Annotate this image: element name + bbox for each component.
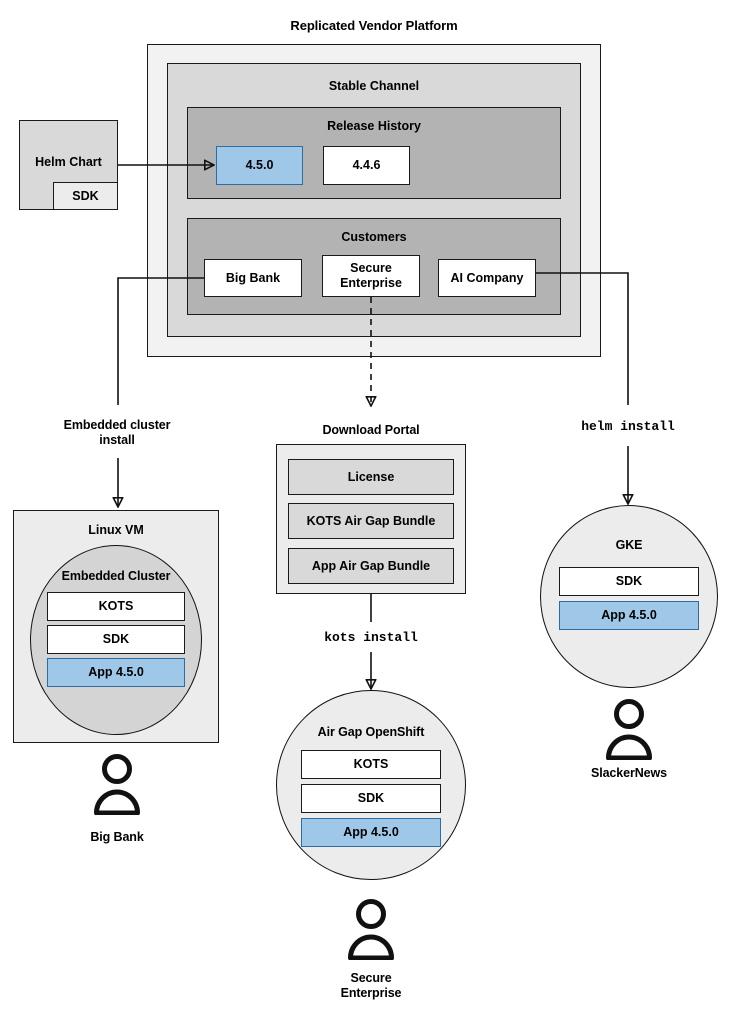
customer-chip-big-bank[interactable]: Big Bank (204, 259, 302, 297)
release-chip-4-4-6[interactable]: 4.4.6 (323, 146, 410, 185)
openshift-component-app[interactable]: App 4.5.0 (301, 818, 441, 847)
actor-label-line1: Secure (350, 971, 392, 985)
connector-big-bank-to-linux-vm (117, 277, 204, 405)
linux-vm-component-app[interactable]: App 4.5.0 (47, 658, 185, 687)
customer-chip-secure-enterprise[interactable]: Secure Enterprise (322, 255, 420, 297)
air-gap-openshift-label: Air Gap OpenShift (317, 725, 425, 739)
download-artifact-kots-air-gap-bundle[interactable]: KOTS Air Gap Bundle (288, 503, 454, 539)
openshift-component-sdk[interactable]: SDK (301, 784, 441, 813)
component-label: SDK (357, 791, 385, 805)
helm-install-label: helm install (581, 419, 675, 434)
artifact-label: App Air Gap Bundle (311, 558, 431, 573)
actor-secure-enterprise-label: Secure Enterprise (291, 971, 451, 1001)
release-version-label: 4.5.0 (245, 158, 274, 172)
component-label: App 4.5.0 (601, 608, 657, 622)
actor-label-line2: Enterprise (340, 986, 402, 1000)
release-history-label: Release History (327, 119, 421, 133)
linux-vm-label: Linux VM (88, 523, 144, 537)
customer-chip-ai-company[interactable]: AI Company (438, 259, 536, 297)
install-label-line1: Embedded cluster (63, 418, 171, 432)
sdk-label: SDK (72, 188, 99, 203)
actor-big-bank-label: Big Bank (90, 830, 144, 844)
gke-label: GKE (615, 538, 643, 552)
artifact-label: KOTS Air Gap Bundle (306, 513, 436, 528)
download-artifact-app-air-gap-bundle[interactable]: App Air Gap Bundle (288, 548, 454, 584)
page-title: Replicated Vendor Platform (290, 18, 458, 33)
component-label: App 4.5.0 (88, 665, 144, 679)
gke-component-sdk[interactable]: SDK (559, 567, 699, 596)
customer-name-label: Big Bank (225, 270, 281, 285)
actor-secure-enterprise-icon (345, 898, 397, 960)
install-label-line2: install (99, 433, 135, 447)
helm-chart-label: Helm Chart (35, 155, 102, 169)
embedded-cluster-install-label: Embedded cluster install (37, 418, 197, 448)
component-label: KOTS (98, 599, 134, 613)
artifact-label: License (347, 469, 395, 484)
openshift-component-kots[interactable]: KOTS (301, 750, 441, 779)
component-label: SDK (615, 574, 643, 588)
release-chip-4-5-0[interactable]: 4.5.0 (216, 146, 303, 185)
customer-name-label: AI Company (450, 270, 524, 285)
component-label: App 4.5.0 (343, 825, 399, 839)
actor-big-bank-icon (91, 753, 143, 815)
embedded-cluster-label: Embedded Cluster (61, 569, 171, 583)
component-label: KOTS (353, 757, 389, 771)
release-version-label: 4.4.6 (352, 158, 381, 172)
gke-ellipse (540, 505, 718, 688)
connector-ai-company-to-gke (536, 272, 629, 405)
linux-vm-component-sdk[interactable]: SDK (47, 625, 185, 654)
customer-name-label-line1: Secure (350, 261, 392, 275)
actor-slackernews-icon (603, 698, 655, 760)
customers-label: Customers (341, 230, 407, 244)
component-label: SDK (102, 632, 130, 646)
kots-install-label: kots install (324, 630, 418, 645)
customer-name-label-line2: Enterprise (340, 276, 402, 290)
stable-channel-label: Stable Channel (328, 79, 420, 93)
actor-slackernews-label: SlackerNews (590, 766, 668, 780)
helm-chart-sdk-box[interactable]: SDK (53, 182, 118, 210)
gke-component-app[interactable]: App 4.5.0 (559, 601, 699, 630)
linux-vm-component-kots[interactable]: KOTS (47, 592, 185, 621)
download-portal-label: Download Portal (322, 423, 420, 437)
download-artifact-license[interactable]: License (288, 459, 454, 495)
